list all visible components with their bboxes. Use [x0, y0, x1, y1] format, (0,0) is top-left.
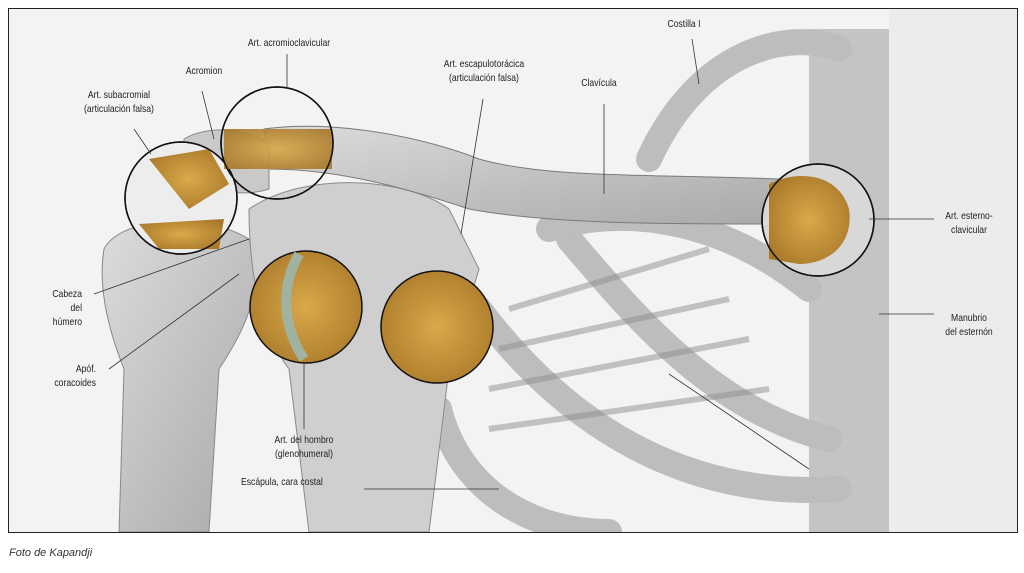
label-acromion: Acromion [185, 65, 223, 77]
glenohumeral-joint [249, 250, 363, 364]
label-line: clavicular [951, 224, 987, 236]
label-line: (glenohumeral) [275, 448, 333, 460]
label-line: Art. escapulotorácica [443, 58, 525, 70]
label-escapula: Escápula, cara costal [241, 476, 323, 488]
leader-lines [93, 38, 934, 490]
ribs [426, 29, 852, 532]
label-subacromial: Art. subacromial (articulación falsa) [62, 88, 177, 116]
label-line: (articulación falsa) [84, 103, 154, 115]
label-line: Cabeza [52, 288, 82, 300]
label-line: Art. del hombro [274, 434, 334, 446]
illustration-frame: Costilla I Art. acromioclavicular Acromi… [8, 8, 1018, 533]
scapulothoracic-joint [380, 270, 494, 384]
label-line: (articulación falsa) [449, 72, 519, 84]
label-line: coracoides [54, 377, 96, 389]
label-line: del esternón [945, 326, 993, 338]
label-esternoclavicular: Art. esterno-clavicular [932, 209, 1006, 237]
label-coracoides: Apóf. coracoides [29, 362, 96, 390]
humerus [101, 220, 257, 532]
label-line: húmero [52, 316, 82, 328]
label-line: Manubrio [951, 312, 987, 324]
label-glenohumeral: Art. del hombro (glenohumeral) [255, 433, 353, 461]
label-costilla: Costilla I [667, 18, 701, 30]
figure-caption: Foto de Kapandji [9, 547, 93, 559]
label-line: Apóf. [75, 363, 96, 375]
label-manubrio: Manubrio del esternón [932, 311, 1006, 339]
label-line: Art. esterno- [945, 210, 993, 222]
shoulder-anatomy-illustration [93, 9, 1017, 532]
label-escapulotoracica: Art. escapulotorácica (articulación falsa… [423, 57, 546, 85]
label-line: Art. subacromial [87, 89, 151, 101]
label-line: del [70, 302, 82, 314]
label-acromioclavicular: Art. acromioclavicular [247, 37, 331, 49]
label-cabeza-humero: Cabeza del húmero [26, 287, 82, 329]
label-clavicula: Clavícula [581, 77, 617, 89]
